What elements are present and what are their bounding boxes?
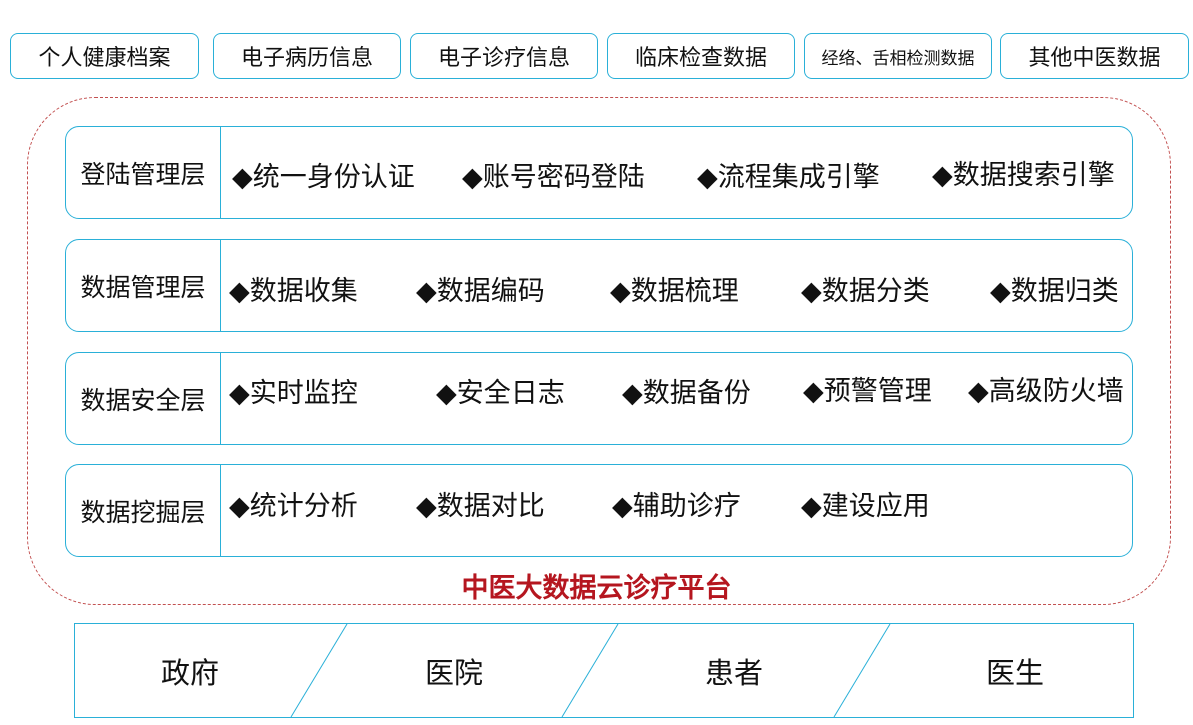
layer-item: ◆账号密码登陆 (462, 162, 645, 193)
top-tab-meridian: 经络、舌相检测数据 (804, 33, 992, 79)
layer-item: ◆数据对比 (416, 491, 545, 522)
top-tab-clinical: 临床检查数据 (607, 33, 795, 79)
users-divider (833, 623, 891, 718)
layer-data-mining: 数据挖掘层 ◆统计分析 ◆数据对比 ◆辅助诊疗 ◆建设应用 (65, 464, 1133, 557)
users-bar: 政府 医院 患者 医生 (74, 623, 1134, 718)
layer-item: ◆数据分类 (801, 276, 930, 307)
top-tab-emr: 电子病历信息 (213, 33, 401, 79)
layer-login: 登陆管理层 ◆统一身份认证 ◆账号密码登陆 ◆流程集成引擎 ◆数据搜索引擎 (65, 126, 1133, 219)
layer-item: ◆统计分析 (229, 491, 358, 522)
layer-item: ◆统一身份认证 (232, 162, 415, 193)
layer-name: 数据挖掘层 (66, 465, 221, 556)
user-doctor: 医生 (985, 655, 1044, 690)
layer-item: ◆高级防火墙 (968, 376, 1124, 407)
top-tab-other-tcm: 其他中医数据 (1000, 33, 1189, 79)
layer-item: ◆数据梳理 (610, 276, 739, 307)
user-patient: 患者 (704, 655, 763, 690)
layer-item: ◆流程集成引擎 (697, 162, 880, 193)
layer-item: ◆安全日志 (436, 378, 565, 409)
users-divider (290, 623, 348, 718)
users-divider (561, 623, 619, 718)
layer-item: ◆建设应用 (801, 491, 930, 522)
layer-item: ◆数据备份 (622, 378, 751, 409)
layer-name: 数据管理层 (66, 240, 221, 331)
platform-boundary (27, 97, 1171, 605)
layer-item: ◆预警管理 (803, 376, 932, 407)
platform-title: 中医大数据云诊疗平台 (461, 573, 732, 604)
layer-item: ◆数据搜索引擎 (932, 160, 1115, 191)
layer-name: 登陆管理层 (66, 127, 221, 218)
layer-name: 数据安全层 (66, 353, 221, 444)
layer-data-security: 数据安全层 ◆实时监控 ◆安全日志 ◆数据备份 ◆预警管理 ◆高级防火墙 (65, 352, 1133, 445)
user-government: 政府 (160, 655, 219, 690)
top-tab-diagnosis: 电子诊疗信息 (410, 33, 598, 79)
layer-item: ◆辅助诊疗 (612, 491, 741, 522)
user-hospital: 医院 (424, 655, 483, 690)
layer-item: ◆数据收集 (229, 276, 358, 307)
layer-data-management: 数据管理层 ◆数据收集 ◆数据编码 ◆数据梳理 ◆数据分类 ◆数据归类 (65, 239, 1133, 332)
top-tab-personal-health: 个人健康档案 (10, 33, 199, 79)
layer-item: ◆数据归类 (990, 276, 1119, 307)
layer-item: ◆实时监控 (229, 378, 358, 409)
layer-item: ◆数据编码 (416, 276, 545, 307)
users-bar-frame (74, 623, 1134, 718)
